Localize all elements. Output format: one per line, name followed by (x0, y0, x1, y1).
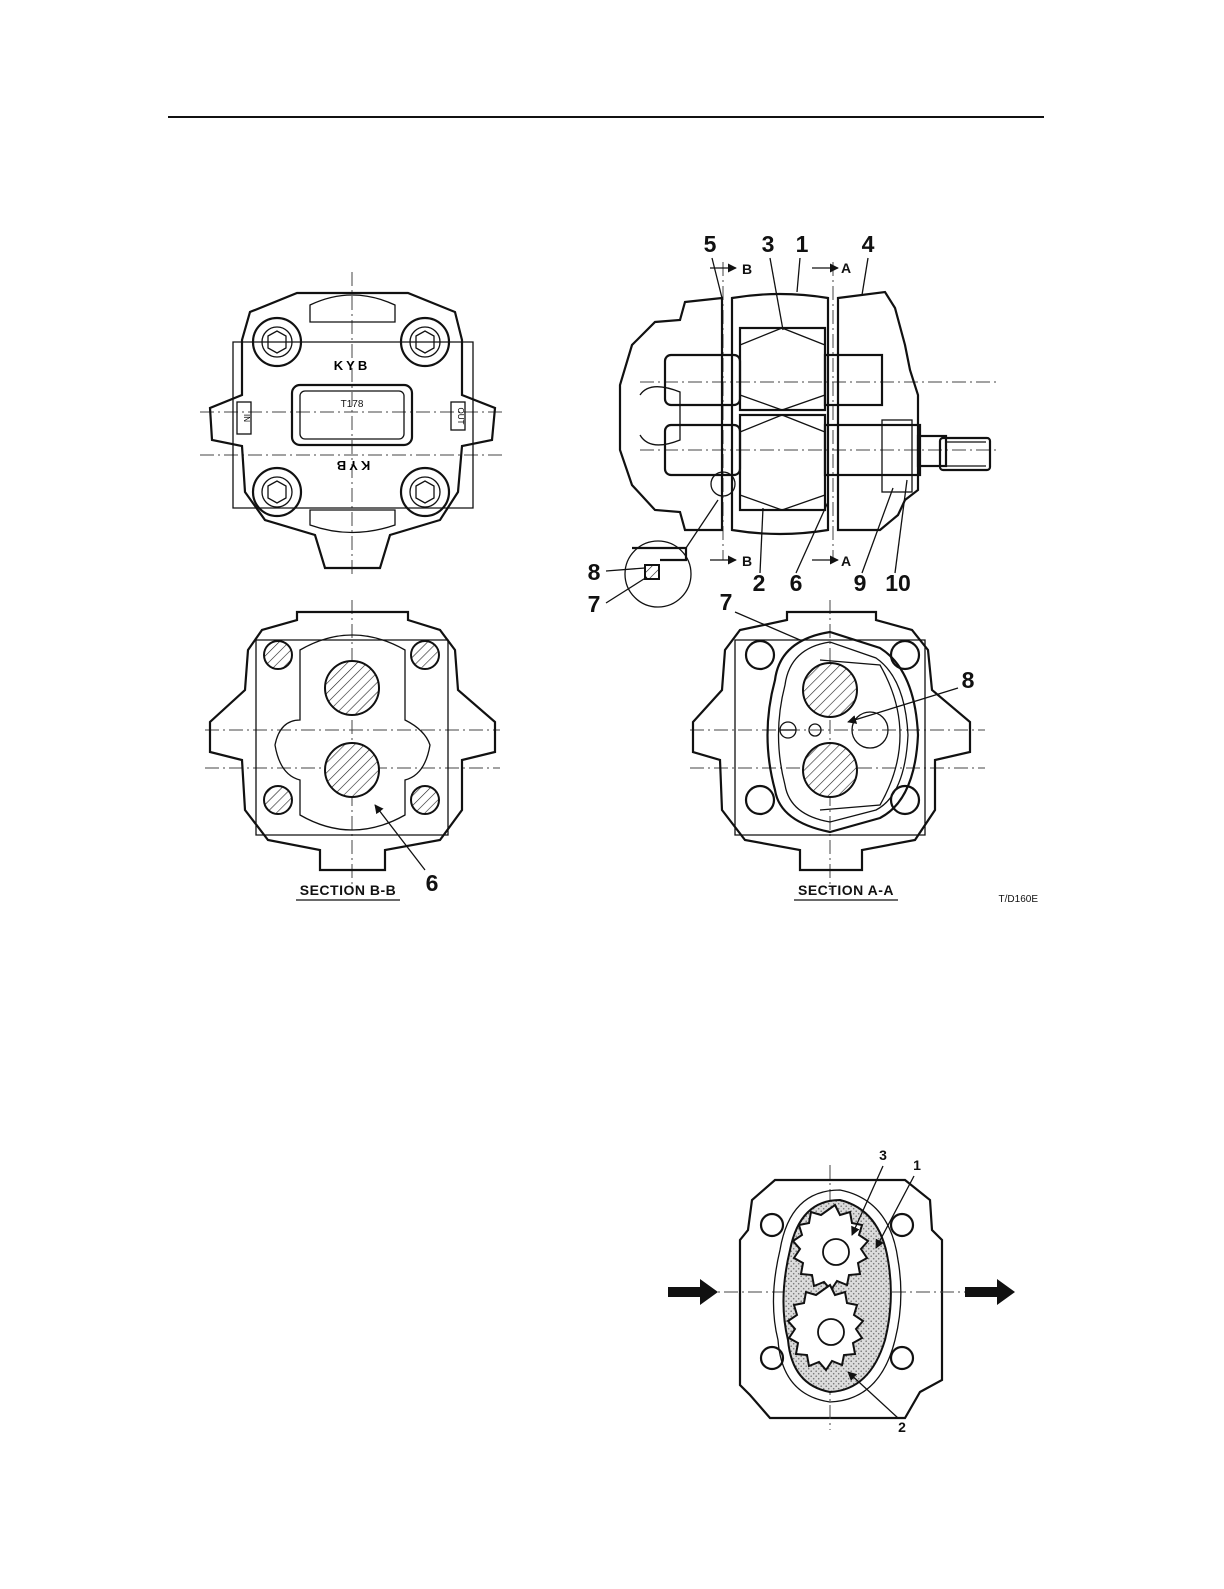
brand-mark-bottom: KYB (334, 458, 370, 473)
callout-5: 5 (704, 231, 717, 257)
section-bb-title: SECTION B-B (300, 882, 397, 898)
callout-1: 1 (796, 231, 809, 257)
callout-6: 6 (790, 570, 803, 596)
callout-10: 10 (885, 570, 911, 596)
callout-9: 9 (854, 570, 867, 596)
cut-label-b-top: B (742, 261, 752, 277)
cover-bolt-bottom-left (253, 468, 301, 516)
cut-label-a-top: A (841, 260, 851, 276)
brand-mark-top: KYB (334, 358, 370, 373)
front-cover-view: T178 KYB KYB IN OUT (200, 272, 505, 575)
inlet-flow-arrow-icon (668, 1279, 718, 1305)
gear-pump-operation-diagram: 3 1 2 (668, 1147, 1015, 1435)
op-callout-3: 3 (879, 1147, 887, 1163)
model-plate-text: T178 (341, 399, 364, 410)
cut-label-b-bottom: B (742, 553, 752, 569)
callout-6-section-bb: 6 (426, 870, 439, 896)
callout-3: 3 (762, 231, 775, 257)
callout-7-section-aa: 7 (720, 589, 733, 615)
section-b-b-view: 6 SECTION B-B (205, 600, 500, 900)
callout-8-section-aa: 8 (962, 667, 975, 693)
section-a-a-view: 7 8 SECTION A-A T/D160E (690, 589, 1038, 905)
port-out-label: OUT (456, 408, 465, 425)
side-section-view: B A B A 5 3 1 4 2 6 9 10 8 7 (588, 231, 1000, 617)
op-callout-1: 1 (913, 1157, 921, 1173)
section-aa-title: SECTION A-A (798, 882, 894, 898)
callout-2: 2 (753, 570, 766, 596)
outlet-flow-arrow-icon (965, 1279, 1015, 1305)
op-callout-2: 2 (898, 1419, 906, 1435)
callout-4: 4 (862, 231, 875, 257)
figure-reference: T/D160E (999, 894, 1039, 905)
callout-7-inset: 7 (588, 591, 601, 617)
callout-8-inset: 8 (588, 559, 601, 585)
cut-label-a-bottom: A (841, 553, 851, 569)
port-in-label: IN (242, 414, 251, 422)
cover-bolt-bottom-right (401, 468, 449, 516)
seal-detail-inset (625, 500, 718, 607)
